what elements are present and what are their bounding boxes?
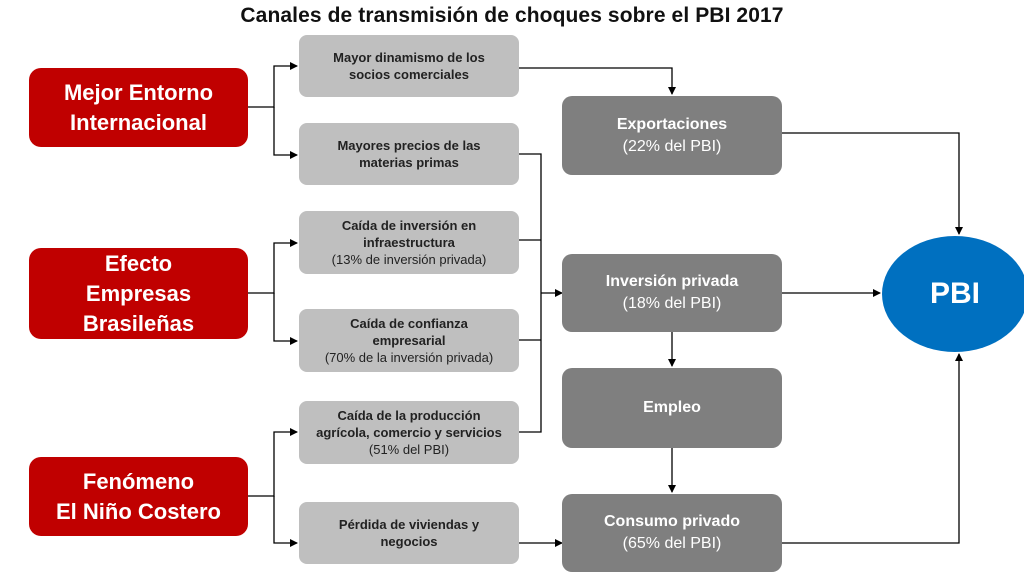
channel-label: empresarial — [372, 333, 446, 348]
source-mejor-entorno: Mejor Entorno Internacional — [29, 68, 248, 147]
outcome-label: Empleo — [643, 399, 701, 416]
source-nino-costero: Fenómeno El Niño Costero — [29, 457, 248, 536]
channel-label: infraestructura — [363, 235, 455, 250]
outcome-label: Exportaciones — [616, 115, 728, 133]
outcome-inversion-privada: Inversión privada (18% del PBI) — [562, 254, 782, 332]
outcome-exportaciones: Exportaciones (22% del PBI) — [562, 96, 782, 175]
connector-source1 — [248, 62, 298, 108]
source-label: Efecto — [104, 250, 173, 276]
connector-source2b — [273, 293, 298, 345]
target-pbi: PBI — [882, 236, 1024, 352]
connector-source2 — [248, 239, 298, 294]
source-label: Mejor Entorno — [63, 79, 214, 105]
channel-label: negocios — [380, 534, 438, 549]
channel-label: socios comerciales — [349, 67, 469, 82]
channel-label: Pérdida de viviendas y — [338, 517, 480, 532]
channel-label: Caída de la producción — [337, 408, 481, 423]
channel-label: Mayores precios de las — [337, 138, 481, 153]
outcome-consumo-privado: Consumo privado (65% del PBI) — [562, 494, 782, 572]
channel-note: (13% de inversión privada) — [331, 252, 487, 267]
channel-perdida-viviendas: Pérdida de viviendas y negocios — [299, 502, 519, 564]
channel-dinamismo: Mayor dinamismo de los socios comerciale… — [299, 35, 519, 97]
connector-exports-pbi — [782, 132, 963, 235]
channel-label: Caída de confianza — [350, 316, 468, 331]
outcome-label: Consumo privado — [603, 513, 740, 530]
channel-label: agrícola, comercio y servicios — [316, 425, 502, 440]
source-label: Fenómeno — [82, 468, 195, 494]
channel-precios-materias: Mayores precios de las materias primas — [299, 123, 519, 185]
connector-source3 — [248, 428, 298, 497]
channel-inversion-infraestructura: Caída de inversión en infraestructura (1… — [299, 211, 519, 274]
outcome-label: Inversión privada — [605, 273, 739, 290]
connector-consumo-pbi — [782, 353, 963, 544]
source-label: Internacional — [70, 109, 207, 135]
source-label: Brasileñas — [82, 310, 195, 336]
channel-note: (51% del PBI) — [368, 442, 450, 457]
outcome-share: (65% del PBI) — [622, 535, 722, 552]
outcome-share: (18% del PBI) — [622, 295, 722, 312]
connector-channel2 — [519, 153, 542, 433]
connector-source3b — [273, 496, 298, 547]
channel-confianza-empresarial: Caída de confianza empresarial (70% de l… — [299, 309, 519, 372]
source-label: El Niño Costero — [55, 498, 221, 524]
diagram-title: Canales de transmisión de choques sobre … — [240, 4, 784, 27]
source-label: Empresas — [85, 280, 192, 306]
channel-label: Mayor dinamismo de los — [333, 50, 485, 65]
channel-note: (70% de la inversión privada) — [324, 350, 494, 365]
connector-source1b — [273, 107, 298, 159]
source-empresas-brasilenas: Efecto Empresas Brasileñas — [29, 248, 248, 339]
channel-label: Caída de inversión en — [341, 218, 477, 233]
outcome-empleo: Empleo — [562, 368, 782, 448]
channel-label: materias primas — [359, 155, 459, 170]
outcome-share: (22% del PBI) — [622, 137, 722, 155]
connector-channel1-exports — [519, 67, 676, 95]
channel-produccion: Caída de la producción agrícola, comerci… — [299, 401, 519, 464]
